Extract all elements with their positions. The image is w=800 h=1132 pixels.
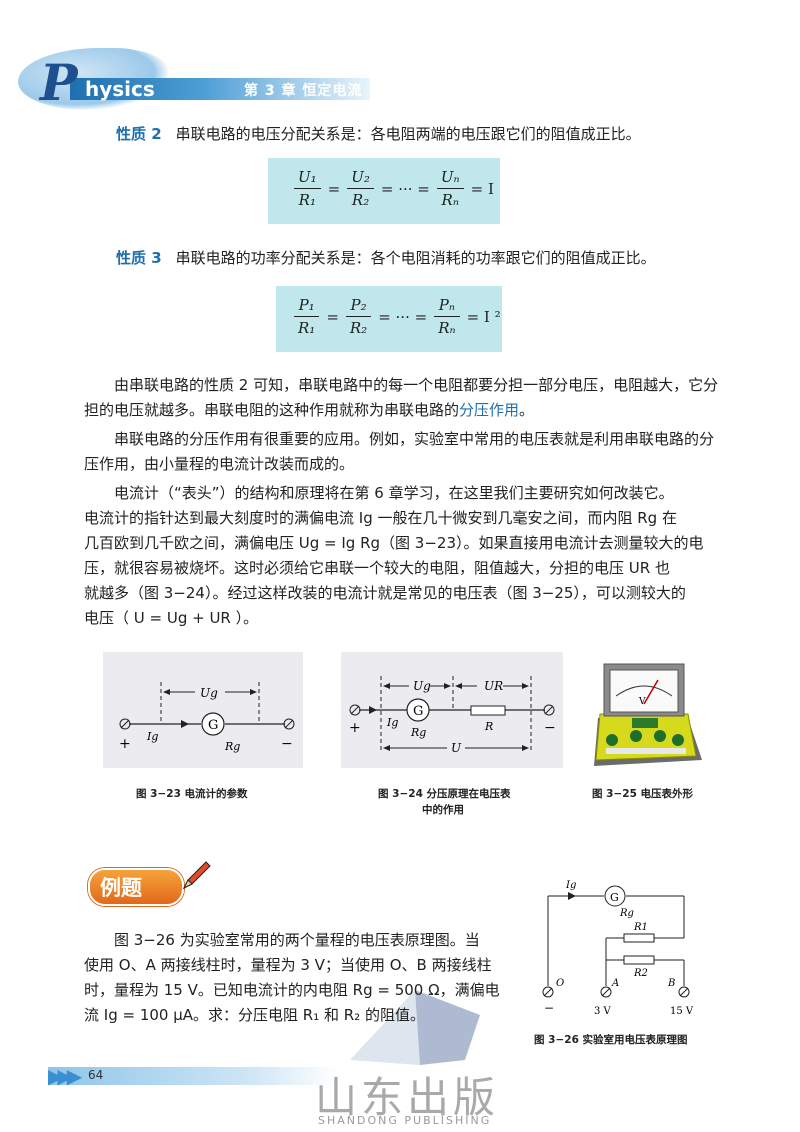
rg-label: Rg [410, 726, 426, 739]
example-line: 图 3−26 为实验室常用的两个量程的电压表原理图。当 [114, 931, 480, 949]
paragraph-3: 电流计（“表头”）的结构和原理将在第 6 章学习，在这里我们主要研究如何改装它。… [84, 481, 744, 631]
ug-label: Ug [413, 679, 431, 693]
paragraph-3-line: 就越多（图 3−24）。经过这样改装的电流计就是常见的电压表（图 3−25），可… [84, 584, 686, 602]
r2-label: R2 [633, 968, 648, 979]
figure-3-23: G Ug Ig Rg + − [103, 652, 303, 768]
page-arrows-icon: ▶▶▶ [48, 1064, 82, 1088]
g-label: G [610, 891, 619, 904]
paragraph-1: 由串联电路的性质 2 可知，串联电路中的每一个电阻都要分担一部分电压，电阻越大，… [84, 373, 720, 423]
a-label: A [611, 978, 619, 989]
example-line: 流 Ig = 100 μA。求：分压电阻 R₁ 和 R₂ 的阻值。 [84, 1006, 425, 1024]
r1-label: R1 [633, 922, 648, 933]
minus-sign: − [544, 1001, 554, 1015]
page-number-band [48, 1067, 338, 1085]
voltage-divider-diagram: G Ug UR Ig Rg R U + − [349, 676, 556, 755]
range-15v-label: 15 V [670, 1006, 694, 1017]
formula-ellipsis: = ··· = [378, 307, 428, 326]
formula-num: U₂ [347, 166, 374, 189]
figure-3-24-caption: 图 3−24 分压原理在电压表 中的作用 [378, 786, 511, 818]
caption-line: 中的作用 [422, 804, 464, 816]
formula-num: P₂ [345, 294, 372, 317]
formula-num: P₁ [294, 294, 320, 317]
caption-line: 图 3−24 分压原理在电压表 [378, 788, 511, 800]
publisher-watermark-icon [330, 960, 500, 1070]
example-badge [88, 868, 184, 906]
ur-label: UR [484, 679, 503, 693]
plus-sign: + [119, 736, 131, 752]
dial-v-label: V [638, 697, 646, 707]
formula-den: Rₙ [441, 191, 459, 209]
voltmeter-image: V [594, 663, 702, 766]
minus-sign: − [281, 736, 293, 752]
u-label: U [451, 741, 462, 755]
example-line: 时，量程为 15 V。已知电流计的内电阻 Rg = 500 Ω，满偏电 [84, 981, 500, 999]
header-logo-letter: P [40, 53, 78, 112]
galvanometer-diagram: G Ug Ig Rg + − [119, 682, 295, 753]
formula-den: Rₙ [438, 319, 456, 337]
header-band [70, 78, 370, 100]
property-2-label: 性质 2 [116, 125, 162, 143]
formula-den: R₁ [298, 319, 316, 337]
dual-range-voltmeter-diagram: G Ig Rg R1 R2 O A B − 3 V 15 V [542, 880, 694, 1017]
ug-label: Ug [200, 686, 218, 700]
property-2: 性质 2 串联电路的电压分配关系是：各电阻两端的电压跟它们的阻值成正比。 [116, 124, 641, 144]
page-number: 64 [88, 1068, 104, 1082]
plus-sign: + [349, 720, 361, 736]
formula-ellipsis: = ··· = [380, 179, 430, 198]
example-line: 使用 O、A 两接线柱时，量程为 3 V；当使用 O、B 两接线柱 [84, 956, 492, 974]
publisher-watermark: 山东出版 [315, 1073, 500, 1122]
paragraph-3-line: 电流计（“表头”）的结构和原理将在第 6 章学习，在这里我们主要研究如何改装它。 [114, 484, 674, 502]
chapter-title: 第 3 章 恒定电流 [244, 83, 363, 99]
header-logo-rest: hysics [85, 77, 155, 101]
publisher-watermark-en: SHANDONG PUBLISHING [318, 1114, 492, 1127]
figure-3-25: V [592, 656, 704, 772]
figure-3-25-caption: 图 3−25 电压表外形 [592, 788, 694, 800]
ig-label: Ig [386, 716, 398, 729]
g-label: G [413, 704, 423, 719]
formula-den: R₁ [298, 191, 316, 209]
rg-label: Rg [619, 908, 634, 919]
figure-3-26: G Ig Rg R1 R2 O A B − 3 V 15 V [528, 876, 718, 1022]
paragraph-3-line: 几百欧到几千欧之间，满偏电压 Ug = Ig Rg（图 3−23）。如果直接用电… [84, 534, 704, 552]
formula-den: R₂ [349, 319, 368, 337]
g-label: G [208, 718, 218, 733]
paragraph-2: 串联电路的分压作用有很重要的应用。例如，实验室中常用的电压表就是利用串联电路的分… [84, 430, 715, 473]
paragraph-3-line: 电压（ U = Ug + UR ）。 [84, 609, 259, 627]
rg-label: Rg [224, 740, 240, 753]
o-label: O [556, 978, 564, 989]
figure-3-23-caption: 图 3−23 电流计的参数 [136, 788, 248, 800]
b-label: B [667, 978, 675, 989]
paragraph-3-line: 电流计的指针达到最大刻度时的满偏电流 Ig 一般在几十微安到几毫安之间，而内阻 … [84, 509, 677, 527]
paragraph-1-end: 。 [519, 401, 535, 419]
property-3-label: 性质 3 [116, 249, 162, 267]
example-badge-text: 例题 [100, 876, 142, 900]
formula-den: R₂ [351, 191, 370, 209]
ig-label: Ig [146, 730, 158, 743]
figure-3-24: G Ug UR Ig Rg R U + − [341, 652, 563, 768]
formula-rhs: = I [470, 179, 494, 198]
property-3: 性质 3 串联电路的功率分配关系是：各个电阻消耗的功率跟它们的阻值成正比。 [116, 248, 656, 268]
minus-sign: − [544, 720, 556, 736]
ig-label: Ig [565, 880, 576, 891]
property-3-text: 串联电路的功率分配关系是：各个电阻消耗的功率跟它们的阻值成正比。 [175, 249, 656, 267]
range-3v-label: 3 V [594, 1006, 612, 1017]
property-2-text: 串联电路的电压分配关系是：各电阻两端的电压跟它们的阻值成正比。 [175, 125, 641, 143]
keyword-voltage-division: 分压作用 [459, 401, 520, 419]
formula-num: Uₙ [436, 166, 464, 189]
formula-rhs: = I ² [466, 307, 501, 326]
paragraph-3-line: 压，就很容易被烧坏。这时必须给它串联一个较大的电阻，阻值越大，分担的电压 UR … [84, 559, 670, 577]
example-question: 图 3−26 为实验室常用的两个量程的电压表原理图。当 使用 O、A 两接线柱时… [84, 928, 504, 1028]
formula-num: U₁ [294, 166, 321, 189]
r-label: R [484, 720, 493, 733]
formula-num: Pₙ [434, 294, 460, 317]
pencil-icon [176, 856, 212, 892]
paragraph-1-text: 由串联电路的性质 2 可知，串联电路中的每一个电阻都要分担一部分电压，电阻越大，… [84, 376, 719, 419]
figure-3-26-caption: 图 3−26 实验室用电压表原理图 [534, 1034, 688, 1046]
